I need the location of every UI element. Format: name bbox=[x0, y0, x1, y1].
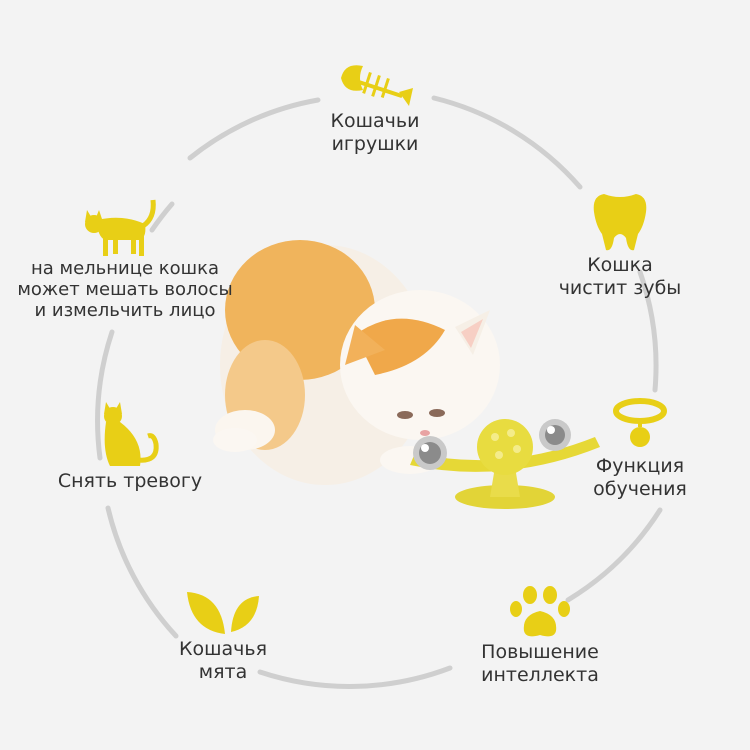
collar-icon bbox=[613, 398, 667, 447]
fish-bone-icon bbox=[341, 65, 413, 106]
feature-relieve-anxiety: Снять тревогу bbox=[30, 400, 230, 493]
tooth-icon bbox=[593, 194, 647, 251]
feature-intelligence: Повышение интеллекта bbox=[455, 585, 625, 687]
kitten-with-windmill-toy bbox=[213, 240, 600, 509]
sitting-cat-icon bbox=[104, 402, 159, 466]
kitten-illustration bbox=[213, 240, 500, 485]
feature-label: Функция обучения bbox=[593, 455, 687, 500]
feature-label: Кошачьи игрушки bbox=[330, 110, 420, 155]
leaf-icon bbox=[187, 592, 259, 634]
feature-label: Кошачья мята bbox=[179, 638, 267, 683]
feature-cat-toys: Кошачьи игрушки bbox=[300, 58, 450, 156]
walking-cat-icon bbox=[85, 199, 156, 256]
feature-label: Кошка чистит зубы bbox=[558, 254, 682, 299]
feature-label: Повышение интеллекта bbox=[481, 641, 599, 686]
windmill-toy-illustration bbox=[410, 419, 600, 509]
feature-windmill-grooming: на мельнице кошка может мешать волосы и … bbox=[5, 196, 245, 321]
feature-catnip: Кошачья мята bbox=[148, 590, 298, 684]
feature-training: Функция обучения bbox=[565, 395, 715, 501]
paw-icon bbox=[510, 586, 570, 637]
feature-label: Снять тревогу bbox=[57, 470, 203, 492]
feature-teeth-cleaning: Кошка чистит зубы bbox=[545, 190, 695, 300]
feature-label: на мельнице кошка может мешать волосы и … bbox=[17, 258, 233, 321]
